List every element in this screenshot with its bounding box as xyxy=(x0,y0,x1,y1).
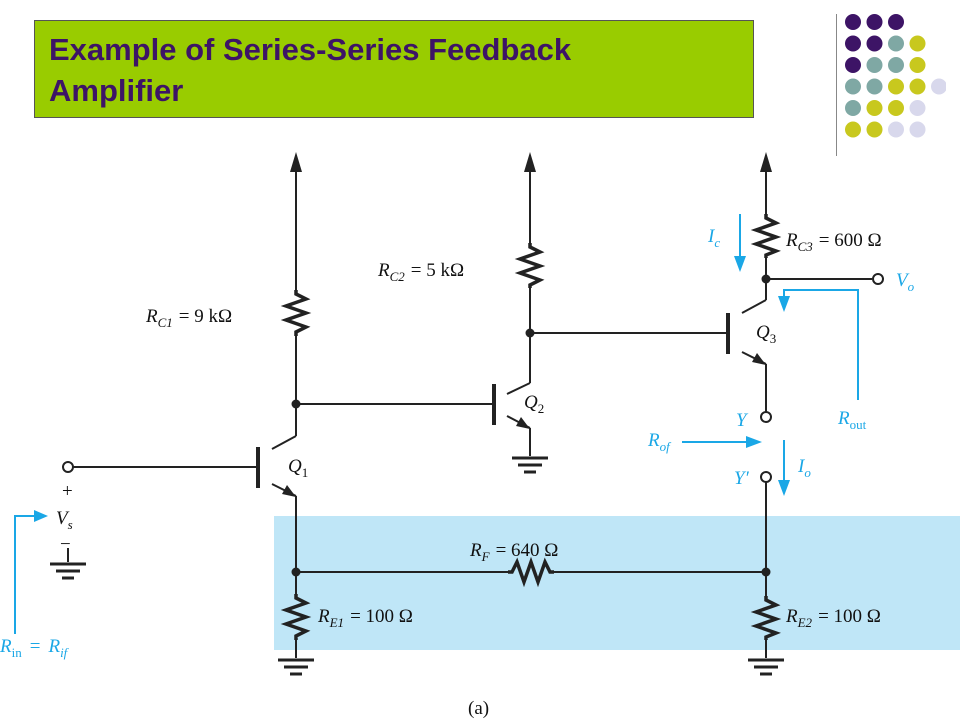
resistor-rf xyxy=(508,556,554,588)
vo-label: Vo xyxy=(896,270,915,294)
re2-label: RE2= 100 Ω xyxy=(785,606,881,630)
resistor-symbols xyxy=(280,214,782,640)
rc2-label: RC2= 5 kΩ xyxy=(377,260,464,284)
ic-label: Ic xyxy=(707,226,720,250)
vs-plus-sign: + xyxy=(62,481,73,502)
decorative-dot xyxy=(866,78,883,95)
decorative-dot xyxy=(866,14,883,30)
decorative-dot xyxy=(888,100,904,116)
decorative-dot xyxy=(845,100,861,116)
decorative-dot xyxy=(845,14,861,30)
ground-symbols xyxy=(50,456,784,676)
decorative-dot xyxy=(866,100,883,116)
decorative-dot xyxy=(845,78,861,95)
emitter-arrows xyxy=(282,353,766,497)
resistor-rc1 xyxy=(280,290,312,336)
q1-label: Q1 xyxy=(288,456,308,480)
terminals xyxy=(62,273,884,483)
rc3-label: RC3= 600 Ω xyxy=(785,230,882,254)
decorative-dot xyxy=(888,78,904,95)
decorative-dot xyxy=(909,121,926,138)
decorative-dot xyxy=(845,121,861,138)
decorative-dot xyxy=(866,35,883,52)
resistor-rc3 xyxy=(750,214,782,258)
decorative-dot xyxy=(888,14,904,30)
resistor-re2 xyxy=(750,596,782,640)
junction-dots xyxy=(291,274,771,577)
decorative-dot xyxy=(909,78,926,95)
decorative-dot xyxy=(909,35,926,52)
yprime-label: Y′ xyxy=(734,468,750,489)
decorative-dot xyxy=(931,78,946,95)
y-label: Y xyxy=(736,410,749,431)
io-label: Io xyxy=(797,456,811,480)
q3-label: Q3 xyxy=(756,322,776,346)
rout-label: Rout xyxy=(837,408,867,432)
decorative-dot xyxy=(866,57,883,73)
circuit-wires xyxy=(67,160,872,658)
rin-label: Rin=Rif xyxy=(0,636,70,660)
decorative-dot xyxy=(888,57,904,73)
decorative-dot xyxy=(909,57,926,73)
decorative-dot xyxy=(888,35,904,52)
blue-annotation-lines xyxy=(14,214,859,634)
rc1-label: RC1= 9 kΩ xyxy=(145,306,232,330)
q2-label: Q2 xyxy=(524,392,544,416)
resistor-rc2 xyxy=(514,243,546,288)
decorative-dot xyxy=(888,121,904,138)
blue-annotation-arrows xyxy=(34,256,790,522)
re1-label: RE1= 100 Ω xyxy=(317,606,413,630)
vs-label: Vs xyxy=(56,508,73,532)
decorative-dot xyxy=(866,121,883,138)
vs-minus-sign: − xyxy=(60,534,71,555)
slide-title-line1: Example of Series-Series Feedback xyxy=(49,32,572,67)
decorative-dot xyxy=(845,57,861,73)
decorative-dot-grid xyxy=(845,14,946,138)
feedback-network-region xyxy=(274,516,960,650)
decorative-dot xyxy=(909,100,926,116)
supply-arrows xyxy=(290,152,772,172)
decorative-dot xyxy=(845,35,861,52)
figure-caption: (a) xyxy=(468,698,489,719)
slide-title-box: Example of Series-Series Feedback Amplif… xyxy=(34,20,754,118)
rof-label: Rof xyxy=(647,430,672,454)
rf-label: RF= 640 Ω xyxy=(469,540,558,564)
slide-title-line2: Amplifier xyxy=(49,73,184,108)
decorative-divider-line xyxy=(836,14,837,156)
resistor-re1 xyxy=(280,594,312,640)
